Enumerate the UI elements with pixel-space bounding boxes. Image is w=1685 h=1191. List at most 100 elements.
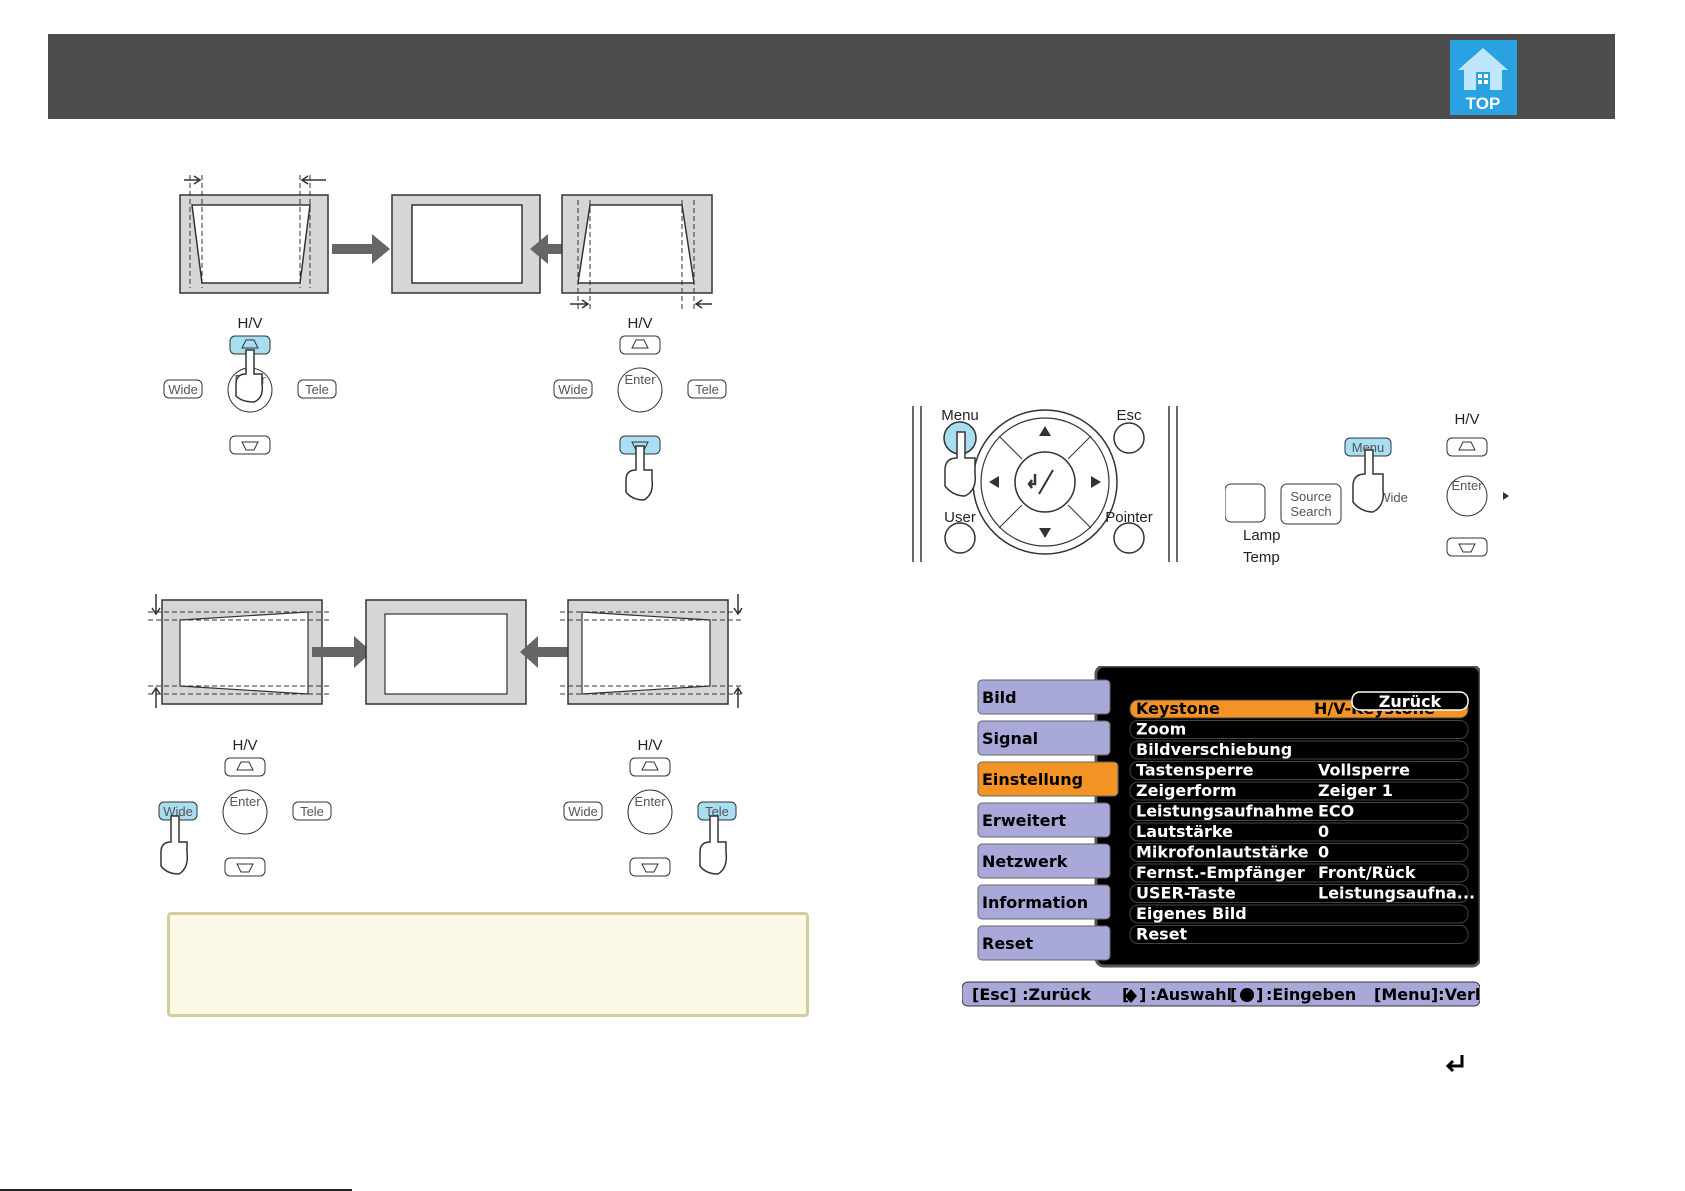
hand-icon — [699, 815, 728, 875]
osd-row[interactable]: Lautstärke 0 — [1129, 822, 1469, 842]
osd-sidebar-label: Einstellung — [982, 770, 1083, 789]
osd-sidebar-item-netzwerk[interactable]: Netzwerk — [977, 843, 1111, 879]
osd-row-label: Fernst.-Empfänger — [1136, 863, 1305, 882]
svg-text:Source: Source — [1290, 489, 1331, 504]
hand-icon — [944, 431, 977, 497]
osd-row-value: Zeiger 1 — [1318, 781, 1393, 800]
svg-text:Enter: Enter — [634, 794, 666, 809]
osd-sidebar-item-reset[interactable]: Reset — [977, 925, 1111, 961]
osd-row[interactable]: Fernst.-Empfänger Front/Rück — [1129, 863, 1469, 883]
osd-row-value: Front/Rück — [1318, 863, 1416, 882]
osd-row[interactable]: Reset — [1129, 925, 1469, 944]
osd-sidebar-label: Reset — [982, 934, 1034, 953]
osd-row[interactable]: Zoom — [1129, 720, 1469, 739]
hand-icon — [160, 815, 189, 875]
svg-text:Pointer: Pointer — [1105, 509, 1153, 526]
note-box — [167, 912, 809, 1017]
osd-row-label: Leistungsaufnahme — [1136, 802, 1314, 821]
osd-row-value: ECO — [1318, 802, 1354, 821]
svg-text:Lamp: Lamp — [1243, 527, 1281, 544]
svg-text:Menu: Menu — [1352, 440, 1385, 455]
osd-row[interactable]: USER-Taste Leistungsaufna... — [1129, 884, 1475, 903]
osd-row-value: 0 — [1318, 843, 1329, 862]
svg-text:H/V: H/V — [237, 315, 262, 332]
svg-text:Tele: Tele — [695, 382, 719, 397]
footer-menu: [Menu]:Verl. — [1374, 985, 1480, 1004]
remote-pad-right-2: H/V Enter Wide Tele — [563, 737, 737, 877]
header-bar — [48, 34, 1615, 119]
remote-menu-wheel: Menu Esc User Pointer — [912, 406, 1178, 562]
osd-sidebar-item-information[interactable]: Information — [977, 884, 1111, 920]
svg-text:[: [ — [1230, 985, 1237, 1004]
osd-row-label: Zoom — [1136, 720, 1186, 739]
osd-row[interactable]: Mikrofonlautstärke 0 — [1129, 843, 1469, 862]
back-button[interactable]: Zurück — [1379, 692, 1442, 711]
svg-text:]: ] — [1139, 985, 1146, 1004]
top-label: TOP — [1466, 94, 1501, 113]
osd-row-label: Mikrofonlautstärke — [1136, 843, 1309, 862]
osd-row-label: Zeigerform — [1136, 781, 1237, 800]
svg-text:Enter: Enter — [624, 372, 656, 387]
osd-row-label: Eigenes Bild — [1136, 904, 1247, 923]
osd-sidebar-item-erweitert[interactable]: Erweitert — [977, 802, 1111, 838]
osd-sidebar-label: Information — [982, 893, 1088, 912]
osd-row[interactable]: Tastensperre Vollsperre — [1129, 761, 1469, 780]
svg-text:Search: Search — [1290, 504, 1331, 519]
top-link[interactable]: TOP — [1450, 40, 1517, 115]
remote-pad-left-1: H/V Enter Wide Tele — [163, 315, 337, 455]
svg-text:Esc: Esc — [1116, 407, 1142, 424]
osd-sidebar-item-signal[interactable]: Signal — [977, 720, 1111, 756]
osd-sidebar-label: Signal — [982, 729, 1038, 748]
osd-row-value: 0 — [1318, 822, 1329, 841]
svg-text:H/V: H/V — [232, 737, 257, 754]
svg-text:H/V: H/V — [627, 315, 652, 332]
svg-text:Enter: Enter — [229, 794, 261, 809]
svg-text:Wide: Wide — [168, 382, 198, 397]
osd-row[interactable]: Bildverschiebung — [1129, 740, 1469, 760]
hand-icon — [235, 349, 264, 403]
svg-text:Enter: Enter — [1451, 478, 1483, 493]
svg-text:Menu: Menu — [941, 407, 979, 424]
osd-row[interactable]: Eigenes Bild — [1129, 904, 1469, 924]
osd-sidebar-label: Erweitert — [982, 811, 1066, 830]
osd-sidebar-item-einstellung[interactable]: Einstellung — [977, 761, 1119, 797]
footer-rule — [0, 1189, 352, 1191]
keystone-horizontal-figure — [179, 175, 713, 310]
footer-select: :Auswahl — [1150, 985, 1232, 1004]
svg-text:User: User — [944, 509, 976, 526]
enter-icon — [1445, 1055, 1464, 1073]
svg-text:Wide: Wide — [558, 382, 588, 397]
hand-icon — [1352, 449, 1385, 513]
osd-sidebar-label: Netzwerk — [982, 852, 1068, 871]
osd-row-label: Keystone — [1136, 699, 1220, 718]
footer-esc: [Esc] :Zurück — [972, 985, 1091, 1004]
hand-icon — [625, 445, 654, 501]
home-icon: TOP — [1450, 40, 1517, 115]
osd-row-label: Lautstärke — [1136, 822, 1233, 841]
osd-sidebar-label: Bild — [982, 688, 1017, 707]
svg-text:Temp: Temp — [1243, 549, 1280, 566]
osd-row-label: USER-Taste — [1136, 884, 1236, 903]
osd-row[interactable]: Zeigerform Zeiger 1 — [1129, 781, 1469, 801]
keystone-vertical-figure — [148, 594, 744, 708]
osd-sidebar-item-bild[interactable]: Bild — [977, 679, 1111, 715]
remote-pad-right-1: H/V Enter Wide Tele — [553, 315, 727, 501]
osd-row-value: Leistungsaufna... — [1318, 884, 1475, 903]
svg-text:H/V: H/V — [637, 737, 662, 754]
osd-row-label: Reset — [1136, 925, 1188, 944]
osd-row-label: Tastensperre — [1136, 761, 1254, 780]
remote-pad-left-2: H/V Enter Wide Tele — [158, 737, 332, 877]
osd-row-label: Bildverschiebung — [1136, 740, 1292, 759]
footer-enter: :Eingeben — [1266, 985, 1356, 1004]
svg-text:[: [ — [1122, 985, 1129, 1004]
svg-text:Wide: Wide — [568, 804, 598, 819]
svg-text:Wide: Wide — [1378, 490, 1408, 505]
svg-text:]: ] — [1256, 985, 1263, 1004]
control-panel-menu: Lamp Temp Source Search H/V Menu Enter W… — [1225, 411, 1509, 566]
svg-text:Tele: Tele — [300, 804, 324, 819]
osd-row-value: Vollsperre — [1318, 761, 1410, 780]
svg-text:Tele: Tele — [305, 382, 329, 397]
svg-text:H/V: H/V — [1454, 411, 1479, 428]
